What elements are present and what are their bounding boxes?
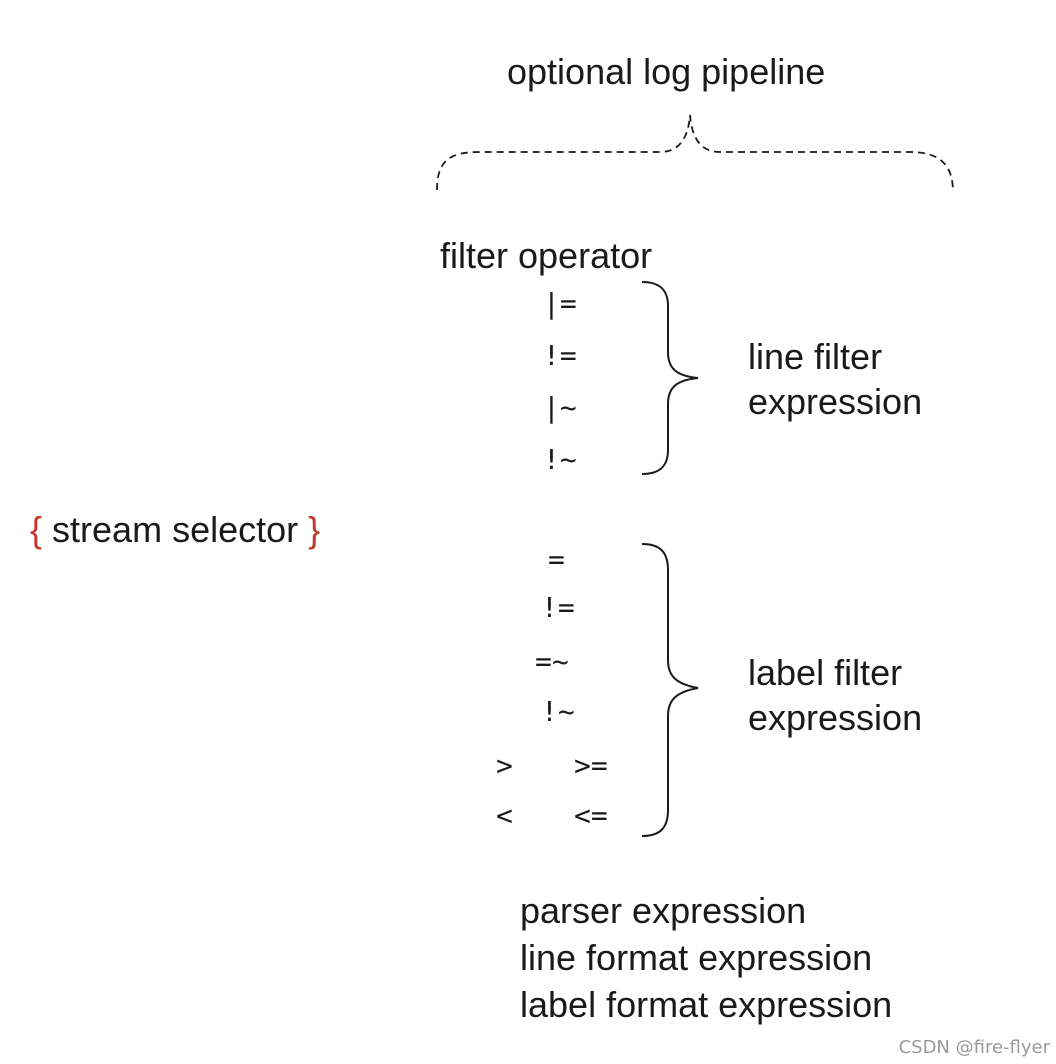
label-filter-brace [641, 543, 699, 837]
label-filter-operator: != [541, 591, 575, 624]
label-filter-operator: < [496, 799, 513, 832]
label-filter-operator: > [496, 749, 513, 782]
label-filter-operator: !~ [541, 695, 575, 728]
line-filter-operator: !~ [543, 443, 577, 476]
pipeline-label: optional log pipeline [507, 51, 826, 92]
line-filter-operator: |= [543, 287, 577, 320]
stream-selector-open-brace: { [30, 509, 43, 550]
watermark: CSDN @fire-flyer [898, 1037, 1050, 1058]
pipeline-dashed-brace [436, 114, 954, 193]
label-filter-label-line2: expression [748, 697, 923, 738]
line-filter-label-line1: line filter [748, 336, 883, 377]
filter-operator-heading: filter operator [440, 235, 653, 276]
line-filter-brace [641, 281, 699, 475]
line-format-expression: line format expression [520, 937, 873, 978]
stream-selector-close-brace: } [308, 509, 321, 550]
stream-selector: { stream selector } [30, 512, 320, 548]
label-filter-operator: <= [574, 799, 608, 832]
label-format-expression: label format expression [520, 984, 893, 1025]
line-filter-label-line2: expression [748, 381, 923, 422]
line-filter-operator: |~ [543, 391, 577, 424]
label-filter-operator: >= [574, 749, 608, 782]
stream-selector-text: stream selector [52, 509, 299, 550]
parser-expression: parser expression [520, 890, 807, 931]
label-filter-operator: = [548, 543, 565, 576]
label-filter-label-line1: label filter [748, 652, 903, 693]
label-filter-operator: =~ [535, 645, 569, 678]
line-filter-operator: != [543, 339, 577, 372]
